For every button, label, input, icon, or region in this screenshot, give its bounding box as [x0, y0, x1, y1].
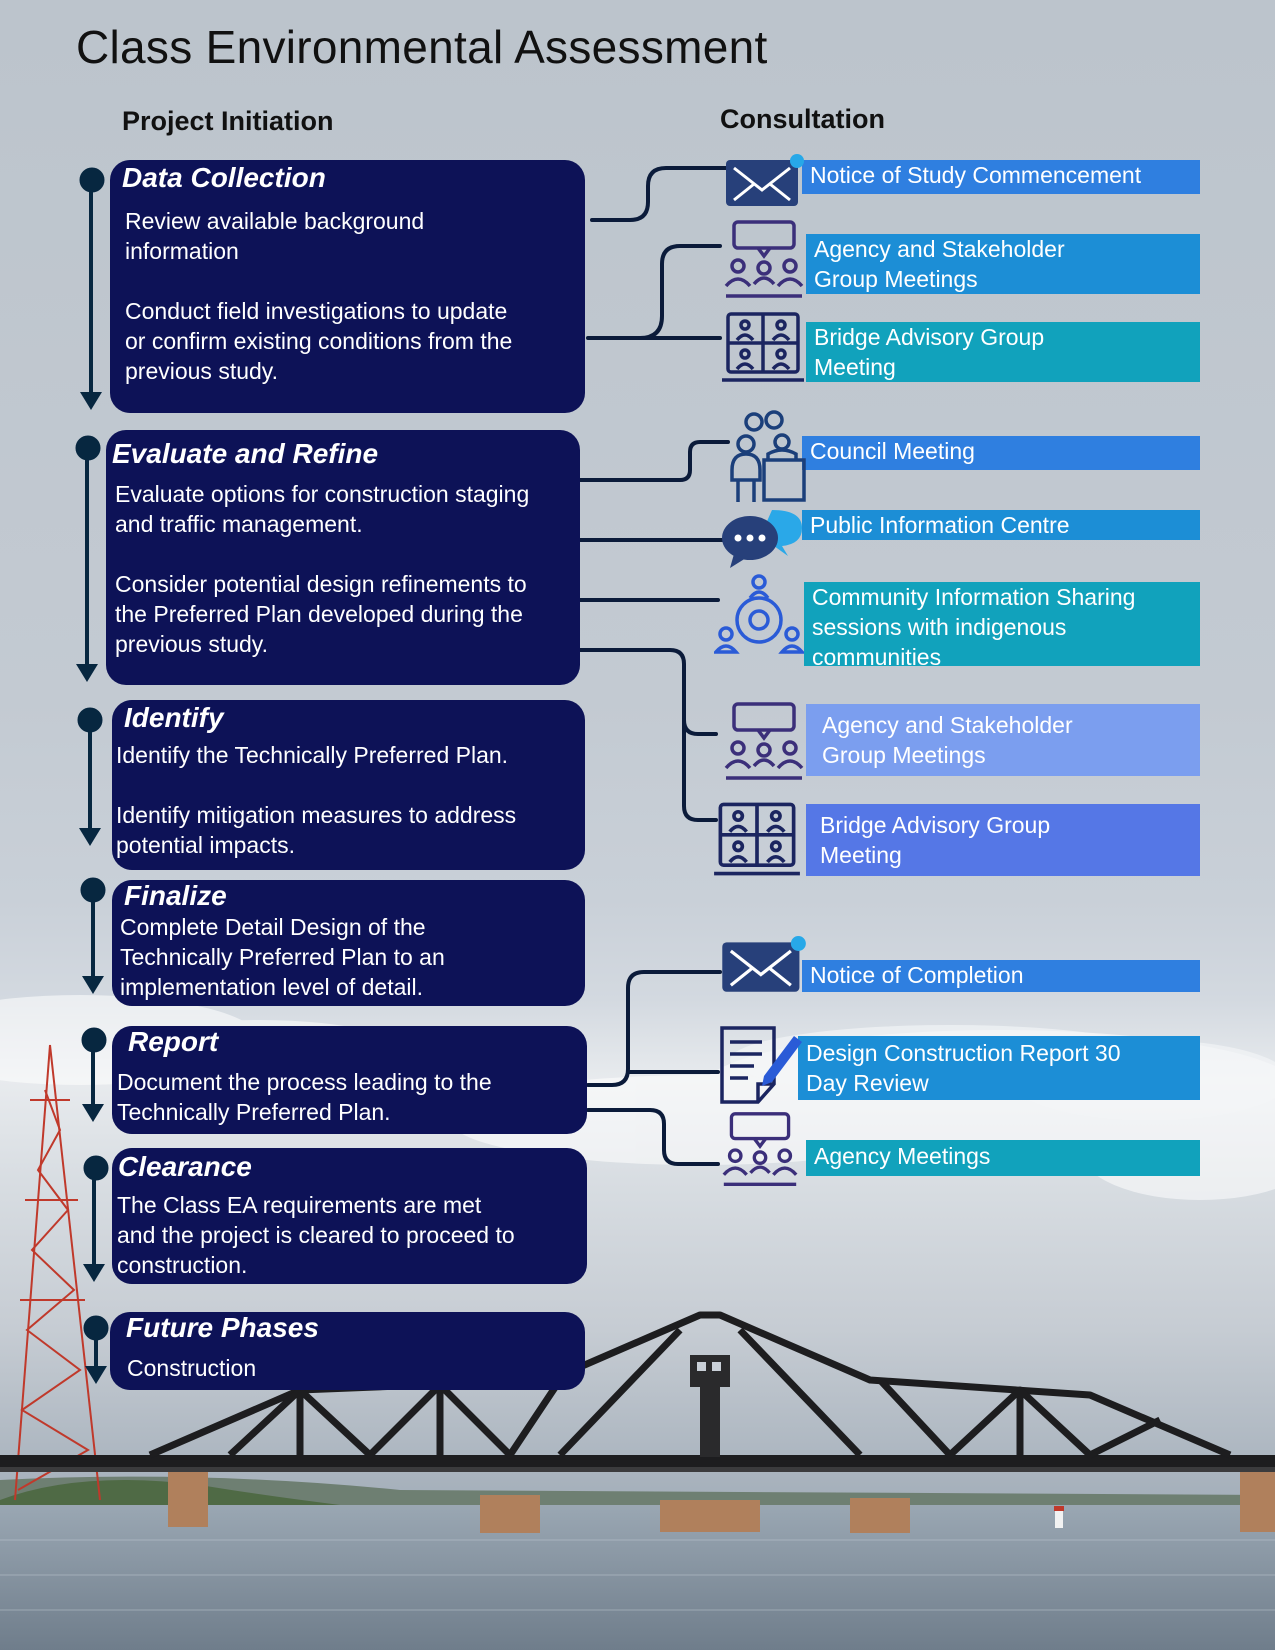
consultation-notice-of-study-commencement: Notice of Study Commencement [802, 160, 1200, 194]
consultation-bridge-advisory-meeting-1: Bridge Advisory Group Meeting [806, 322, 1200, 382]
community-network-icon [714, 574, 804, 654]
stage-data-collection: Data Collection Review available backgro… [110, 160, 585, 413]
meeting-icon [722, 1112, 798, 1186]
stage-title: Report [128, 1026, 219, 1057]
video-conference-icon [714, 802, 800, 876]
stage-evaluate-and-refine: Evaluate and Refine Evaluate options for… [106, 430, 580, 685]
project-initiation-heading: Project Initiation [122, 106, 334, 136]
stage-text: Construction [127, 1355, 257, 1381]
consultation-agency-stakeholder-meetings-1: Agency and Stakeholder Group Meetings [806, 234, 1200, 294]
stage-report: Report Document the process leading to t… [112, 1026, 587, 1134]
consultation-council-meeting: Council Meeting [802, 436, 1200, 470]
consultation-community-information-sharing: Community Information Sharing sessions w… [804, 582, 1200, 670]
meeting-icon [724, 220, 804, 298]
envelope-icon [726, 154, 804, 206]
stage-text: Complete Detail Design of the Technicall… [120, 914, 445, 1000]
stage-title: Clearance [118, 1151, 252, 1182]
consultation-public-information-centre: Public Information Centre [802, 510, 1200, 540]
meeting-icon [724, 702, 804, 780]
council-icon [730, 410, 806, 502]
consultation-notice-of-completion: Notice of Completion [802, 960, 1200, 992]
consultation-agency-stakeholder-meetings-2: Agency and Stakeholder Group Meetings [806, 704, 1200, 776]
page-title: Class Environmental Assessment [76, 21, 768, 73]
consultation-design-construction-report: Design Construction Report 30 Day Review [798, 1036, 1200, 1100]
stage-title: Identify [124, 702, 224, 733]
stage-text: The Class EA requirements are met and th… [117, 1192, 515, 1278]
stage-text: Evaluate options for construction stagin… [115, 481, 530, 657]
chat-bubbles-icon [722, 510, 802, 568]
stage-finalize: Finalize Complete Detail Design of the T… [112, 880, 585, 1006]
stage-future-phases: Future Phases Construction [110, 1312, 585, 1390]
stage-text: Review available background information … [125, 208, 513, 384]
stage-title: Data Collection [122, 162, 326, 193]
stage-clearance: Clearance The Class EA requirements are … [112, 1148, 587, 1284]
stage-text: Document the process leading to the Tech… [117, 1069, 492, 1125]
consultation-heading: Consultation [720, 104, 885, 134]
stage-title: Future Phases [126, 1312, 319, 1343]
stage-title: Finalize [124, 880, 227, 911]
document-pen-icon [720, 1026, 802, 1104]
video-conference-icon [722, 312, 804, 382]
stage-identify: Identify Identify the Technically Prefer… [112, 700, 585, 870]
envelope-icon [722, 936, 806, 992]
consultation-agency-meetings: Agency Meetings [806, 1140, 1200, 1176]
consultation-bridge-advisory-meeting-2: Bridge Advisory Group Meeting [806, 804, 1200, 876]
stage-title: Evaluate and Refine [112, 438, 379, 469]
stage-text: Identify the Technically Preferred Plan.… [116, 742, 517, 858]
